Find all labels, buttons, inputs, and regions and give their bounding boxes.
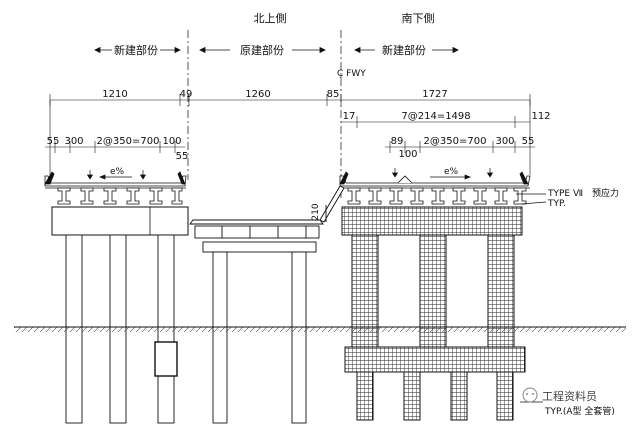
- right-slope-label: e%: [444, 167, 459, 177]
- typ-label: TYP.: [547, 199, 566, 209]
- wechat-icon: [522, 387, 538, 403]
- dim-left-edge-drop: 55: [176, 151, 189, 162]
- center-line-label: Ç FWY: [337, 69, 366, 79]
- dim-left-gap: 49: [180, 89, 193, 100]
- dim-left-c: 2@350=700: [97, 136, 160, 147]
- dim-right-b: 2@350=700: [424, 136, 487, 147]
- existing-columns: [212, 251, 307, 424]
- existing-part-label: 原建部份: [240, 43, 284, 57]
- left-slope-arrows: [86, 170, 147, 180]
- left-slope-label: e%: [110, 167, 125, 177]
- dim-right-beam-spacing: 7@214=1498: [401, 111, 470, 122]
- right-substructure: [341, 206, 526, 421]
- dim-right-c: 300: [495, 136, 514, 147]
- type-label-prestress: 预应力: [592, 187, 619, 199]
- dim-left-b: 300: [64, 136, 83, 147]
- dim-middle-width: 1260: [245, 89, 270, 100]
- dim-left-width: 1210: [102, 89, 127, 100]
- new-part-left-label: 新建部份: [114, 43, 158, 57]
- watermark: 工程资料员: [522, 387, 597, 403]
- dim-right-gap: 85: [327, 89, 340, 100]
- dim-right-width: 1727: [422, 89, 447, 100]
- right-slope-arrows: [391, 168, 494, 180]
- section-arrows: [94, 46, 459, 54]
- north-side-label: 北上側: [254, 12, 287, 25]
- boundary-lines: [187, 30, 342, 200]
- dim-left-d: 100: [162, 136, 181, 147]
- dim-right-offset: 17: [343, 111, 356, 122]
- bottom-note: TYP.(A型 全套管): [544, 405, 615, 417]
- vertical-dim-label: 210: [311, 203, 321, 220]
- watermark-text: 工程资料员: [542, 389, 597, 403]
- dimension-lines: [45, 94, 535, 175]
- connector-slab: [319, 185, 345, 223]
- dim-right-edge: 112: [531, 111, 550, 122]
- type-leader: [516, 193, 547, 205]
- type-label: TYPE Ⅶ: [547, 189, 583, 199]
- right-girders: [347, 187, 527, 205]
- dim-right-sub: 100: [398, 149, 417, 160]
- dim-right-d: 55: [522, 136, 535, 147]
- right-deck: [339, 171, 531, 189]
- left-cap-beam: [51, 206, 189, 236]
- south-side-label: 南下側: [402, 12, 435, 25]
- new-part-right-label: 新建部份: [382, 43, 426, 57]
- ground-line: [14, 326, 626, 332]
- existing-deck: [189, 219, 324, 253]
- dim-left-a: 55: [47, 136, 60, 147]
- left-girders: [57, 187, 183, 205]
- dim-right-a: 89: [391, 136, 404, 147]
- left-pile-casing: [154, 341, 178, 377]
